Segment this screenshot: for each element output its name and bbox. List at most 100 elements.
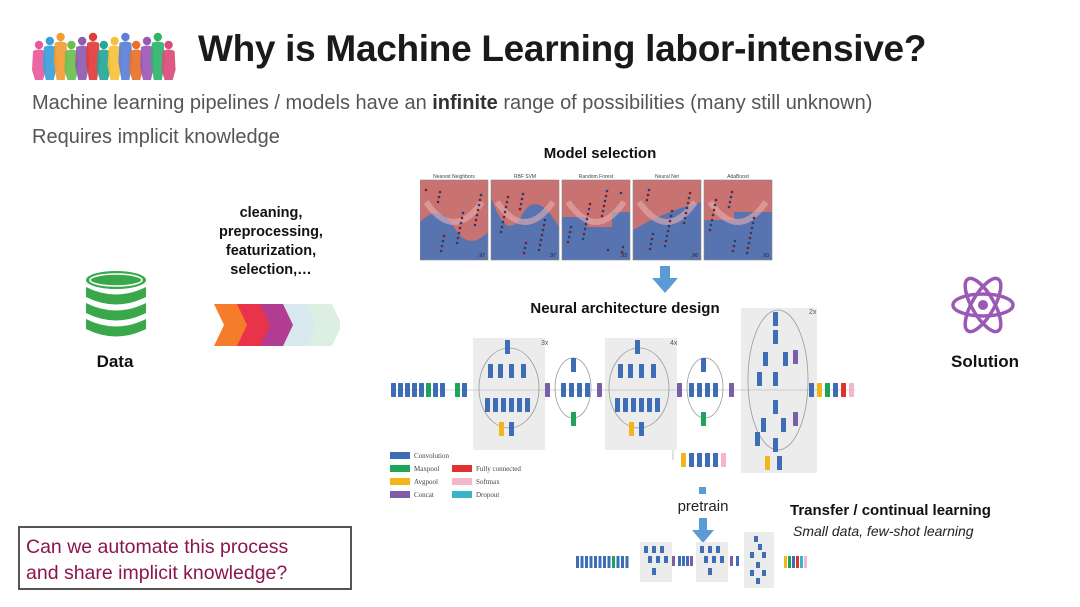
layer-block: [629, 422, 634, 436]
data-point: [601, 209, 605, 213]
layer-block: [792, 556, 795, 568]
pipeline-steps: cleaning, preprocessing, featurization, …: [196, 204, 346, 280]
data-point: [581, 237, 585, 241]
data-point: [440, 244, 444, 248]
step-featurization: featurization,: [225, 243, 317, 259]
data-point: [518, 207, 522, 211]
layer-block: [639, 422, 644, 436]
data-point: [714, 198, 718, 202]
margin-band: [423, 200, 485, 225]
legend-label: Convolution: [414, 452, 450, 460]
question-line-2: and share implicit knowledge?: [26, 562, 288, 584]
data-point: [583, 227, 587, 231]
data-point: [713, 203, 717, 207]
person-body: [118, 41, 133, 80]
data-point: [665, 234, 669, 238]
data-point: [752, 216, 756, 220]
layer-block: [509, 364, 514, 378]
data-point: [710, 218, 714, 222]
person-body: [129, 49, 144, 80]
data-point: [645, 198, 649, 202]
person-body: [64, 49, 79, 80]
person-head: [45, 36, 54, 46]
layer-block: [712, 556, 716, 563]
data-point: [664, 239, 668, 243]
layer-block: [697, 453, 702, 467]
layer-block: [736, 556, 739, 566]
panel-border: [490, 179, 560, 261]
layer-block: [493, 398, 498, 412]
layer-block: [841, 383, 846, 397]
legend-label: Dropout: [476, 491, 500, 499]
data-point: [646, 193, 650, 197]
layer-block: [440, 383, 445, 397]
layer-block: [689, 453, 694, 467]
margin-band: [636, 200, 698, 225]
data-point: [751, 221, 755, 225]
data-point: [436, 200, 440, 204]
layer-block: [701, 358, 706, 372]
layer-block: [754, 536, 758, 542]
person-body: [75, 45, 90, 80]
data-point: [475, 213, 479, 217]
layer-block: [704, 556, 708, 563]
person-head: [78, 36, 87, 46]
data-point: [684, 211, 688, 215]
layer-block: [730, 556, 733, 566]
person-head: [142, 36, 152, 46]
pipeline-chevron: [214, 304, 250, 346]
layer-block: [391, 383, 396, 397]
margin-band: [494, 200, 556, 225]
layer-block: [713, 453, 718, 467]
inception-group-bg: [741, 308, 817, 473]
data-point: [520, 197, 524, 201]
data-point: [730, 190, 734, 194]
layer-block: [589, 556, 593, 568]
data-point: [620, 250, 624, 254]
legend-swatch: [390, 491, 410, 498]
person-body: [96, 49, 111, 80]
data-point: [455, 241, 459, 245]
layer-block: [651, 364, 656, 378]
layer-block: [501, 398, 506, 412]
atom-icon: [951, 276, 1015, 334]
layer-block: [708, 546, 712, 553]
layer-block: [656, 556, 660, 563]
legend-label: Softmax: [476, 478, 500, 486]
layer-block: [705, 383, 710, 397]
layer-block: [521, 364, 526, 378]
layer-block: [686, 556, 689, 566]
data-point: [749, 231, 753, 235]
data-point: [521, 192, 525, 196]
layer-block: [597, 383, 602, 397]
data-point: [670, 209, 674, 213]
layer-block: [756, 578, 760, 584]
step-selection: selection,…: [230, 262, 312, 278]
margin-band: [707, 200, 769, 225]
data-point: [709, 223, 713, 227]
data-point: [439, 249, 443, 253]
data-point: [708, 228, 712, 232]
layer-block: [833, 383, 838, 397]
layer-block: [628, 364, 633, 378]
data-point: [588, 202, 592, 206]
data-point: [542, 223, 546, 227]
layer-block: [762, 570, 766, 576]
layer-block: [639, 398, 644, 412]
layer-block: [517, 398, 522, 412]
data-point: [647, 188, 651, 192]
layer-block: [639, 364, 644, 378]
margin-band: [565, 200, 627, 225]
layer-block: [750, 552, 754, 558]
pretrain-dot-icon: [699, 487, 706, 494]
subtitle-bold: infinite: [432, 92, 498, 114]
pipeline-chevrons: [214, 304, 340, 346]
classifier-panel: Neural Net.96: [632, 174, 702, 261]
solution-label: Solution: [951, 352, 1019, 371]
pipeline-chevron: [306, 304, 340, 346]
layer-block: [569, 383, 574, 397]
data-point: [600, 214, 604, 218]
pipeline-chevron: [260, 304, 296, 346]
